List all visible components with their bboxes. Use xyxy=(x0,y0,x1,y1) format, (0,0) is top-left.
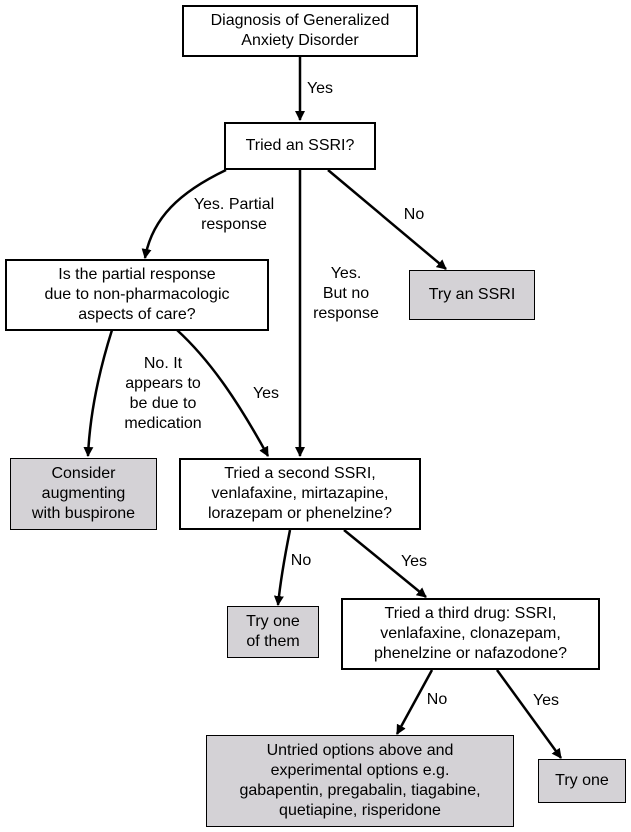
edge-third-yes xyxy=(495,669,563,759)
node-try-one-text: Try one xyxy=(555,772,609,789)
edge-ssri-no xyxy=(327,169,447,270)
node-try-ssri: Try an SSRI xyxy=(409,270,535,320)
node-try-one: Try one xyxy=(538,759,626,803)
node-buspirone: Consider augmenting with buspirone xyxy=(10,458,157,530)
edge-third-no xyxy=(395,669,434,735)
edge-second-no xyxy=(273,529,292,606)
edge-second-yes xyxy=(343,529,427,598)
edge-label-third-yes: Yes xyxy=(532,692,560,709)
edge-label-ssri-no-response: Yes. But no response xyxy=(313,265,379,322)
edge-label-ssri-partial: Yes. Partial response xyxy=(193,196,275,233)
node-try-one-of-them: Try one of them xyxy=(227,606,319,658)
node-tried-ssri-text: Tried an SSRI? xyxy=(245,137,355,154)
node-tried-ssri: Tried an SSRI? xyxy=(224,122,376,170)
node-diagnosis: Diagnosis of Generalized Anxiety Disorde… xyxy=(182,5,418,57)
edge-label-ssri-no: No xyxy=(403,206,425,223)
edge-label-partial-yes: Yes xyxy=(252,385,280,402)
edge-ssri-partial xyxy=(141,168,227,259)
edge-label-second-no: No xyxy=(290,552,312,569)
node-try-ssri-text: Try an SSRI xyxy=(428,286,516,303)
node-try-one-of-them-text: Try one of them xyxy=(246,613,300,650)
node-buspirone-text: Consider augmenting with buspirone xyxy=(31,465,136,522)
node-untried-options-text: Untried options above and experimental o… xyxy=(239,742,481,819)
node-partial-question-text: Is the partial response due to non-pharm… xyxy=(44,266,230,323)
node-second-ssri: Tried a second SSRI, venlafaxine, mirtaz… xyxy=(179,458,421,530)
node-third-drug-text: Tried a third drug: SSRI, venlafaxine, c… xyxy=(373,605,568,662)
edge-label-second-yes: Yes xyxy=(400,553,428,570)
node-diagnosis-text: Diagnosis of Generalized Anxiety Disorde… xyxy=(210,12,390,49)
edge-partial-yes xyxy=(176,329,270,457)
edge-label-diagnosis-to-ssri: Yes xyxy=(306,80,334,97)
node-partial-question: Is the partial response due to non-pharm… xyxy=(5,259,269,331)
edge-partial-no xyxy=(83,329,114,457)
node-untried-options: Untried options above and experimental o… xyxy=(206,735,514,827)
node-second-ssri-text: Tried a second SSRI, venlafaxine, mirtaz… xyxy=(207,465,393,522)
node-third-drug: Tried a third drug: SSRI, venlafaxine, c… xyxy=(341,598,600,670)
edge-label-partial-no: No. It appears to be due to medication xyxy=(124,355,202,432)
edge-label-third-no: No xyxy=(426,691,448,708)
